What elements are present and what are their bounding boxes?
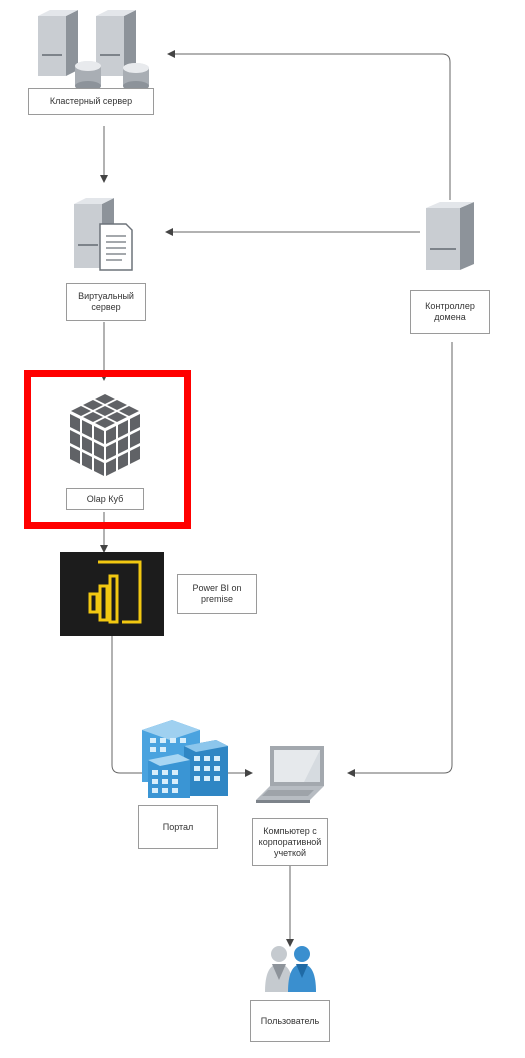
olap-cube-icon — [70, 394, 140, 476]
user-label: Пользователь — [250, 1000, 330, 1042]
users-icon — [265, 946, 316, 992]
portal-building-icon — [142, 720, 228, 798]
power-bi-logo — [88, 560, 142, 624]
virtual-server-icon — [74, 198, 133, 271]
virtual-server-label: Виртуальный сервер — [66, 283, 146, 321]
cluster-server-icon — [38, 10, 149, 91]
portal-label: Портал — [138, 805, 218, 849]
cluster-server-label: Кластерный сервер — [28, 88, 154, 115]
edge-controller-to-cluster — [167, 50, 451, 200]
olap-cube-label: Olap Куб — [66, 488, 144, 510]
laptop-icon — [256, 746, 324, 803]
power-bi-icon — [60, 552, 164, 636]
domain-controller-icon — [426, 202, 474, 270]
domain-controller-label: Контроллер домена — [410, 290, 490, 334]
olap-highlight-frame — [24, 370, 191, 529]
power-bi-label: Power BI on premise — [177, 574, 257, 614]
edge-controller-to-computer — [347, 342, 453, 777]
edge-powerbi-to-portal — [111, 636, 148, 774]
computer-label: Компьютер с корпоративной учеткой — [252, 818, 328, 866]
